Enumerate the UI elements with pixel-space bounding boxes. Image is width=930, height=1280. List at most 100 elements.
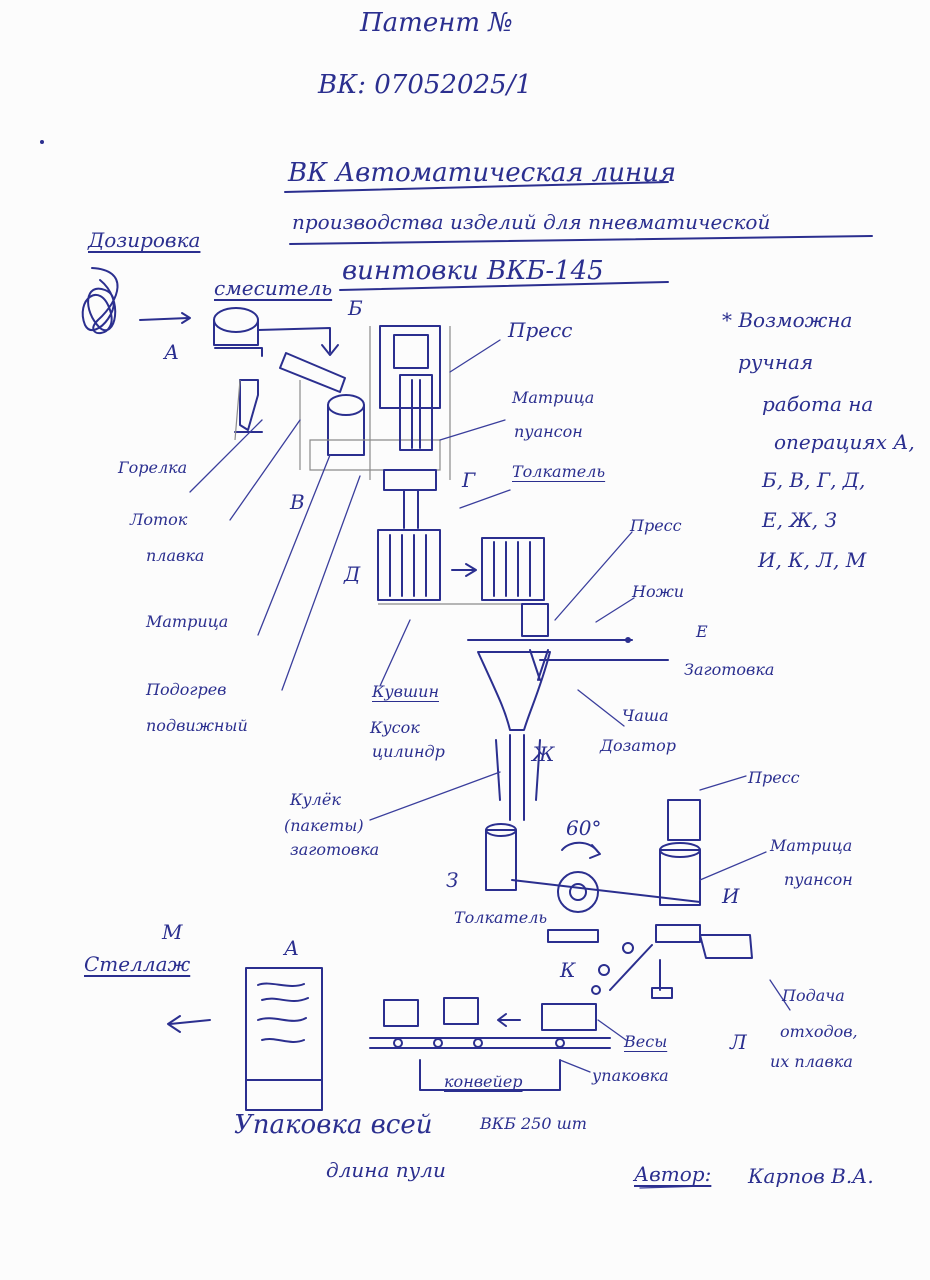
tray-label: Лоток (130, 510, 188, 529)
shell-label-1: Кувшин (372, 682, 439, 701)
conveyor-label: конвейер (444, 1072, 523, 1091)
mixer-pipe (257, 327, 331, 353)
author-name: Карпов В.А. (748, 1164, 874, 1188)
title-line-3: винтовки ВКБ-145 (342, 256, 604, 286)
patent-number: ВК: 07052025/1 (318, 70, 532, 100)
pusher-cylinder (485, 829, 517, 891)
rotor-angle: 60° (566, 816, 602, 840)
melting-pot-top (327, 394, 365, 416)
press-top-label: Пресс (508, 318, 573, 342)
waste-label-2: отходов, (780, 1022, 858, 1041)
blank-letter: Е (696, 622, 708, 641)
rotor-wheel (557, 871, 599, 913)
mixer-pipe-arrow (321, 344, 339, 356)
mixer-base (214, 347, 263, 357)
note-line-5: Б, В, Г, Д, (762, 468, 866, 492)
matrix-top-label: Матрица (512, 388, 595, 407)
footer-line-2: длина пули (326, 1158, 446, 1182)
note-line-1: * Возможна (722, 308, 853, 332)
matrix-low (659, 849, 701, 906)
box-1 (383, 999, 419, 1027)
mixer-bowl (213, 307, 259, 333)
shell-label-2: Кусок (370, 718, 420, 737)
press-mid-label: Пресс (630, 516, 682, 535)
heating-label-1: Подогрев (146, 680, 227, 699)
note-line-7: И, К, Л, М (758, 548, 867, 572)
note-line-3: работа на (762, 392, 874, 416)
tube-label-2: (пакеты) (284, 816, 364, 835)
scales (541, 1003, 597, 1031)
waste-feed (699, 934, 753, 959)
box-2 (443, 997, 479, 1025)
arrow-to-mixer-head (181, 312, 191, 324)
press-low (667, 799, 701, 841)
patent-heading: Патент № (360, 8, 513, 38)
heating-label-2: подвижный (146, 716, 248, 735)
letter-g: Г (462, 468, 476, 492)
note-line-2: ручная (738, 350, 814, 374)
note-line-4: операциях А, (774, 430, 915, 454)
punch-top-label: пуансон (514, 422, 583, 441)
letter-a: А (164, 340, 180, 364)
matrix-low-label-1: Матрица (770, 836, 853, 855)
conveyor-bracket (419, 1059, 561, 1091)
pusher-low-label: Толкатель (454, 908, 548, 927)
note-line-6: Е, Ж, З (762, 508, 837, 532)
press-punch (411, 379, 421, 449)
letter-b: Б (348, 296, 363, 320)
title-line-2: производства изделий для пневматической (292, 210, 771, 234)
mixer-body (213, 319, 259, 346)
letter-v: В (290, 490, 305, 514)
doser-label-2: Дозатор (600, 736, 676, 755)
doser-tube (509, 734, 525, 821)
press-base (383, 469, 437, 491)
rotor-arc (561, 841, 599, 853)
burner (239, 379, 259, 431)
letter-m: М (162, 920, 183, 944)
materials-label: Дозировка (88, 228, 201, 252)
title-line-1: ВК Автоматическая линия (288, 158, 677, 188)
matrix-low-label-2: пуансон (784, 870, 853, 889)
waste-label-1: Подача (782, 986, 845, 1005)
pusher-top-label: Толкатель (512, 462, 606, 481)
title-underline-2 (289, 235, 873, 245)
matrix-left-label: Матрица (146, 612, 229, 631)
blank-chute (529, 649, 549, 681)
doser-label-1: Чаша (622, 706, 669, 725)
melting-pot-body (327, 404, 365, 456)
footer-num: ВКБ 250 шт (480, 1114, 587, 1133)
storage-rack (245, 967, 323, 1111)
press-window (393, 334, 429, 369)
press-low-label: Пресс (748, 768, 800, 787)
arrow-to-mixer (139, 317, 189, 321)
letter-zh: Ж (532, 742, 555, 766)
chute (279, 352, 346, 393)
waste-label-3: их плавка (770, 1052, 853, 1071)
title-underline-1 (284, 181, 669, 193)
part-low-left (547, 929, 599, 943)
rotor-arm (511, 879, 701, 903)
doser-bowl (477, 651, 551, 731)
press-matrix (399, 374, 433, 451)
packaging-label: упаковка (592, 1066, 669, 1085)
letter-a-storage: А (284, 936, 300, 960)
press-frame (379, 325, 441, 409)
blank-label: Заготовка (684, 660, 775, 679)
letter-z: З (446, 868, 459, 892)
burner-label: Горелка (118, 458, 188, 477)
author-underline (639, 1185, 706, 1189)
scales-label: Весы (624, 1032, 668, 1051)
magazine-left (377, 529, 441, 601)
title-underline-3 (339, 281, 669, 291)
footer-line-1: Упаковка всей (234, 1110, 433, 1140)
storage-arrow (169, 1019, 211, 1025)
materials-scribble (81, 267, 119, 334)
press-mid (521, 603, 549, 637)
storage-label: Стеллаж (84, 952, 191, 976)
letter-k: К (560, 958, 576, 982)
part-low-right (655, 924, 701, 943)
tube-label-1: Кулёк (290, 790, 341, 809)
shell-label-3: цилиндр (372, 742, 445, 761)
